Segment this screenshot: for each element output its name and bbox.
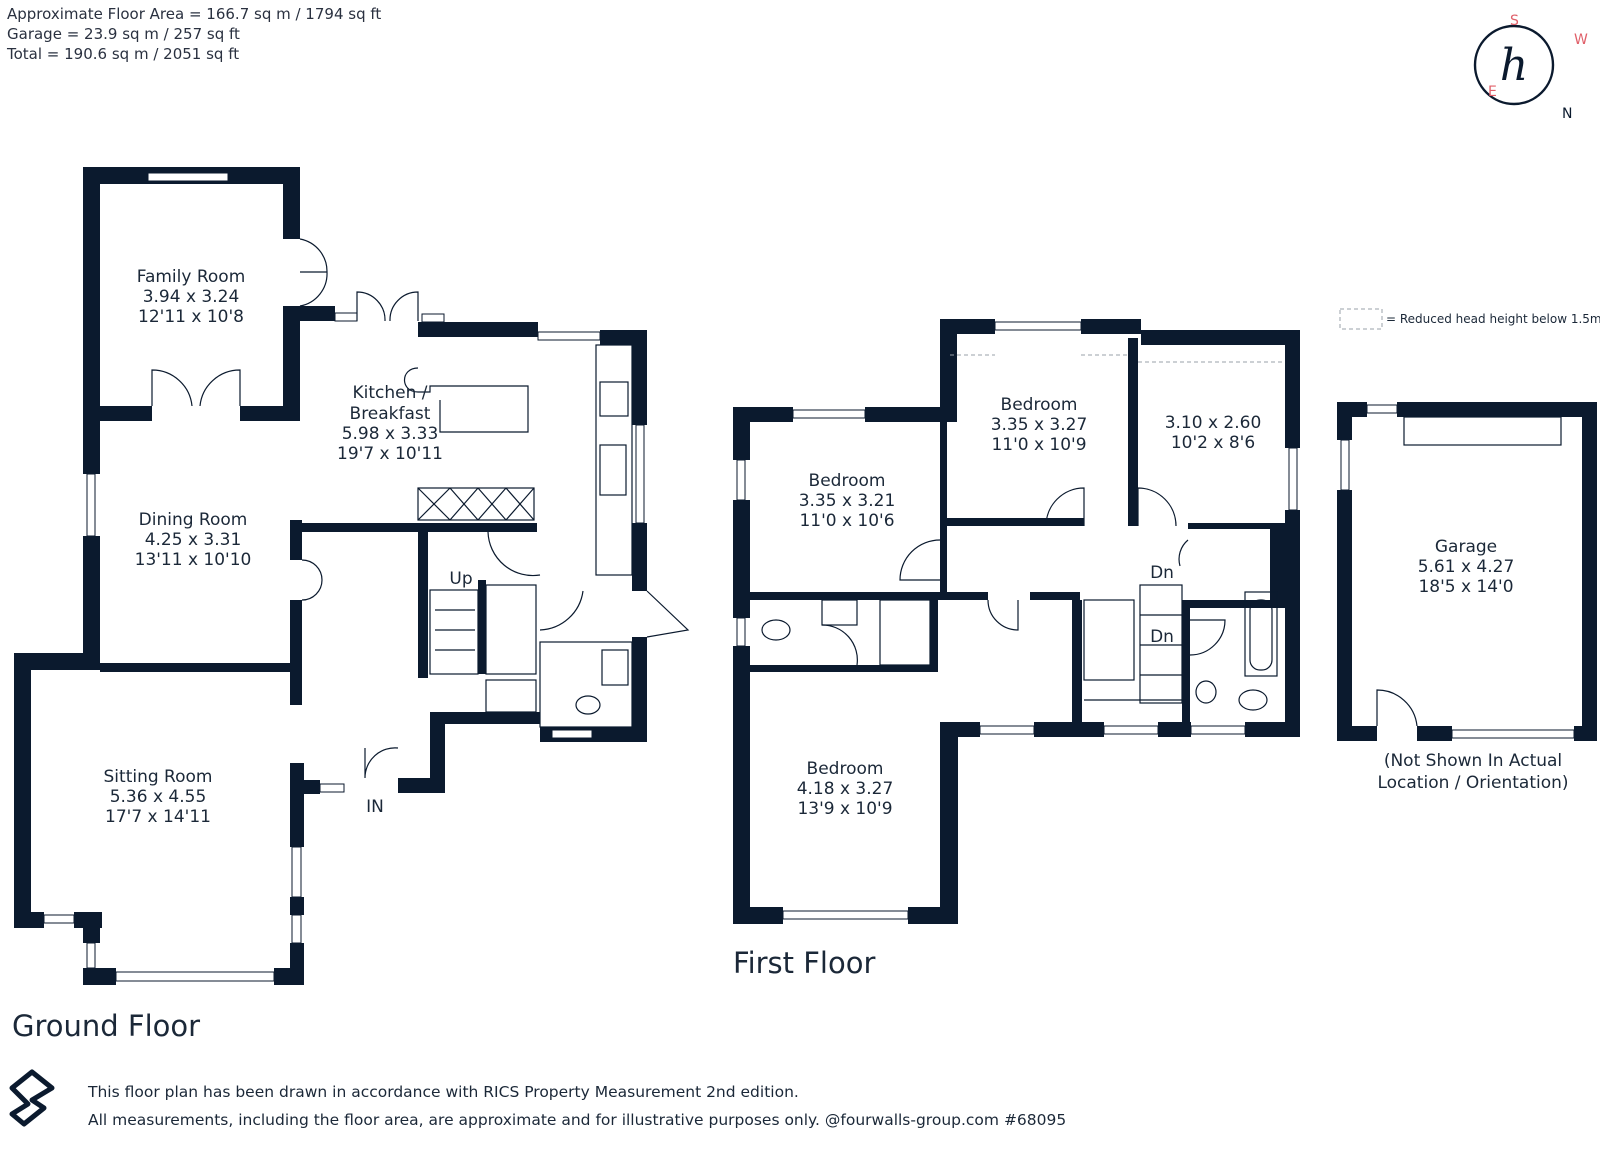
reduced-height-swatch — [1339, 308, 1383, 330]
svg-text:18'5 x 14'0: 18'5 x 14'0 — [1418, 577, 1513, 597]
stairs-up-label: Up — [449, 569, 472, 589]
footer-line-2: All measurements, including the floor ar… — [88, 1111, 1067, 1129]
room-bedroom-2: Bedroom 3.35 x 3.27 11'0 x 10'9 — [991, 395, 1088, 455]
svg-text:4.25 x 3.31: 4.25 x 3.31 — [145, 530, 242, 550]
room-bedroom-3: Bedroom 4.18 x 3.27 13'9 x 10'9 — [797, 759, 894, 819]
first-floor-title: First Floor — [733, 946, 875, 980]
room-kitchen-breakfast: Kitchen / Breakfast 5.98 x 3.33 19'7 x 1… — [337, 383, 443, 464]
compass-s-label: S — [1510, 13, 1519, 29]
room-bedroom-1: Bedroom 3.35 x 3.21 11'0 x 10'6 — [799, 471, 896, 531]
floor-area-text: Approximate Floor Area = 166.7 sq m / 17… — [7, 5, 382, 23]
room-family-room: Family Room 3.94 x 3.24 12'11 x 10'8 — [137, 267, 246, 327]
room-garage: Garage 5.61 x 4.27 18'5 x 14'0 — [1418, 537, 1515, 597]
stairs-down-label-2: Dn — [1150, 627, 1174, 647]
compass-n-label: N — [1562, 106, 1572, 122]
footer-disclaimer: This floor plan has been drawn in accord… — [88, 1078, 1066, 1134]
ground-floor-plan — [14, 167, 690, 985]
svg-text:17'7 x 14'11: 17'7 x 14'11 — [105, 807, 211, 827]
svg-text:Bedroom: Bedroom — [809, 471, 886, 491]
legend: = Reduced head height below 1.5m — [1339, 308, 1600, 330]
svg-text:Kitchen /: Kitchen / — [352, 383, 427, 403]
compass-e-label: E — [1488, 84, 1497, 100]
garage-plan — [1337, 402, 1597, 741]
entrance-label: IN — [366, 797, 384, 817]
svg-text:12'11 x 10'8: 12'11 x 10'8 — [138, 307, 244, 327]
svg-text:3.35 x 3.21: 3.35 x 3.21 — [799, 491, 896, 511]
compass-circle — [1473, 24, 1555, 106]
svg-text:3.10 x 2.60: 3.10 x 2.60 — [1165, 413, 1262, 433]
footer-line-1: This floor plan has been drawn in accord… — [88, 1083, 799, 1101]
first-floor-plan — [733, 319, 1300, 924]
compass: h S W E N — [1473, 13, 1588, 122]
room-sitting-room: Sitting Room 5.36 x 4.55 17'7 x 14'11 — [104, 767, 213, 827]
garage-note-line1: (Not Shown In Actual — [1384, 751, 1562, 771]
svg-text:3.35 x 3.27: 3.35 x 3.27 — [991, 415, 1088, 435]
room-dining-room: Dining Room 4.25 x 3.31 13'11 x 10'10 — [135, 510, 252, 570]
svg-text:Dining Room: Dining Room — [139, 510, 248, 530]
svg-text:5.36 x 4.55: 5.36 x 4.55 — [110, 787, 207, 807]
svg-text:3.94 x 3.24: 3.94 x 3.24 — [143, 287, 240, 307]
svg-text:5.98 x 3.33: 5.98 x 3.33 — [342, 424, 439, 444]
compass-logo-icon: h — [1500, 40, 1528, 91]
room-3: 3.10 x 2.60 10'2 x 8'6 — [1165, 413, 1262, 453]
svg-text:Bedroom: Bedroom — [807, 759, 884, 779]
fourwalls-logo-icon — [9, 1069, 55, 1127]
total-area-text: Total = 190.6 sq m / 2051 sq ft — [7, 45, 240, 63]
svg-text:10'2 x 8'6: 10'2 x 8'6 — [1171, 433, 1255, 453]
stairs-down-label-1: Dn — [1150, 563, 1174, 583]
svg-text:Breakfast: Breakfast — [350, 404, 431, 424]
svg-text:11'0 x 10'6: 11'0 x 10'6 — [799, 511, 894, 531]
svg-text:Sitting Room: Sitting Room — [104, 767, 213, 787]
area-summary: Approximate Floor Area = 166.7 sq m / 17… — [7, 4, 381, 64]
ground-floor-title: Ground Floor — [12, 1009, 200, 1043]
svg-text:Bedroom: Bedroom — [1001, 395, 1078, 415]
svg-text:11'0 x 10'9: 11'0 x 10'9 — [991, 435, 1086, 455]
svg-text:Family Room: Family Room — [137, 267, 246, 287]
svg-text:13'11 x 10'10: 13'11 x 10'10 — [135, 550, 252, 570]
compass-w-label: W — [1574, 32, 1588, 48]
garage-note-line2: Location / Orientation) — [1377, 773, 1568, 793]
svg-text:13'9 x 10'9: 13'9 x 10'9 — [797, 799, 892, 819]
legend-label: = Reduced head height below 1.5m — [1386, 312, 1600, 326]
svg-text:4.18 x 3.27: 4.18 x 3.27 — [797, 779, 894, 799]
garage-area-text: Garage = 23.9 sq m / 257 sq ft — [7, 25, 240, 43]
svg-text:19'7 x 10'11: 19'7 x 10'11 — [337, 444, 443, 464]
svg-text:5.61 x 4.27: 5.61 x 4.27 — [1418, 557, 1515, 577]
svg-text:Garage: Garage — [1435, 537, 1497, 557]
